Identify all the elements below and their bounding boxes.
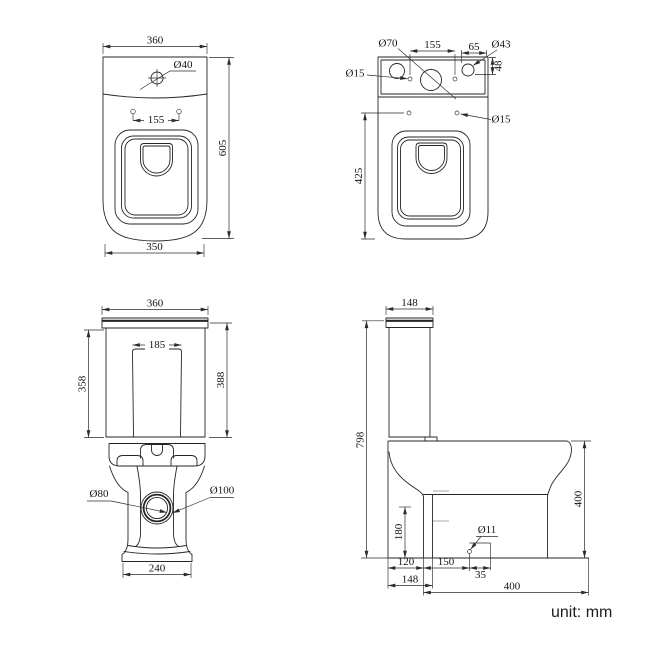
tank-lid-edge [102,93,208,99]
pedestal-outer-left [109,465,129,562]
dim-inlet-hole: Ø43 [492,39,511,51]
seat-outline-mid [121,135,192,219]
hinge-cover-left [116,455,144,467]
dim-rim-height: 400 [573,490,585,507]
base-arc-lower [123,551,191,555]
outlet-circle-outer [140,491,174,525]
bowl-opening-inner [142,145,171,174]
hinge-hole-right [176,108,182,115]
overflow-hole [389,63,405,79]
hinge-tab-side [424,436,438,442]
ext-lines-bottom [387,558,589,596]
pedestal-inner-right [173,465,179,547]
hinge-hole-left [130,108,136,115]
dim-button-hole: Ø40 [174,59,193,71]
outlet-inner-leader [110,500,168,513]
hinge-cover-right [170,455,198,467]
outlet-circle-inner [145,496,169,520]
outlet-outer-leader [172,497,211,514]
tank-outline-inner [380,59,486,95]
flush-valve-hole [420,69,442,91]
dim-flush-hole: Ø70 [379,38,398,50]
inlet-hole-leader [472,49,498,66]
bowl-back-s-curve [388,451,424,498]
dim-text-mask [144,113,168,125]
rim-front-profile [547,440,572,559]
seat-hinge-hole-right [454,110,460,116]
hinge-center-cap [140,444,174,459]
dim-text-mask [145,339,169,350]
seat-hinge-hole-left [406,110,412,116]
bowl-opening-outer [140,143,173,177]
view-rear-elevation: 185 360 358 388 Ø80 Ø100 [77,298,235,578]
button-leader [139,70,196,90]
dim-tank-depth: 148 [401,297,418,309]
view-plan-tank-detail: Ø70 155 65 Ø43 48 Ø15 Ø15 425 [346,38,511,240]
seat-outline-outer [391,130,471,227]
tank-fixing-hole-right [452,76,458,82]
tank-outline-outer [377,56,489,98]
floor-fixing-hole [467,549,472,554]
bowl-opening-outer [415,142,448,174]
dim-outlet-center-height: 180 [393,523,405,540]
dim-fixing-hole-right: Ø15 [492,114,511,126]
dim-tank-height-with-lid: 388 [215,371,227,388]
dim-bowl-depth: 400 [504,581,521,593]
tank-lid [101,317,209,329]
bowl-opening-inner [418,145,445,171]
dim-tap-spacing: 155 [424,39,441,51]
tank-lid-side [385,317,434,328]
dim-outlet-outer: Ø100 [210,485,235,497]
pedestal-outer-right [185,465,205,562]
seat-ledge [108,443,206,467]
dim-total-height: 798 [355,431,367,448]
fixing-hole-right-leader [460,113,492,120]
dim-base-depth: 148 [402,574,419,586]
dim-depth: 605 [217,139,229,156]
dim-tank-height: 358 [77,375,89,392]
dim-outlet-inner: Ø80 [90,488,109,500]
dim-panel-width: 185 [149,339,166,351]
tank-recess-panel [132,348,182,438]
dim-fixing-hole-left: Ø15 [346,68,365,80]
toilet-body-outline [102,56,208,242]
dim-tank-width: 360 [147,298,164,310]
fixing-hole-left-leader [366,74,408,80]
pedestal-inner-left [135,465,141,547]
flush-hole-leader [397,48,457,100]
dim-corner-offset: 48 [493,60,505,72]
view-side-elevation: 148 798 400 180 Ø11 120 150 35 148 400 [355,297,591,596]
dim-fixing-hole: Ø11 [478,524,497,536]
tank-body-side [388,327,431,438]
tank-fixing-hole-left [407,76,413,82]
dim-setout-front: 35 [475,569,487,581]
view-plan-toilet: Ø40 155 360 605 350 [102,35,234,257]
seat-outline-mid [397,136,464,220]
dim-setout-mid: 150 [438,556,455,568]
hinge-u-notch [151,444,163,456]
button-crosshair [148,69,166,87]
seat-outline-inner [124,138,189,216]
base-arc-upper [127,545,187,549]
dim-width-top: 360 [147,35,164,47]
inlet-hole [461,63,475,77]
dim-edge-offset: 65 [469,41,481,53]
dim-seat-depth: 425 [353,167,365,184]
ext-lines-tap-spacing [409,54,456,75]
unit-label: unit: mm [551,604,613,621]
body-outline-plan [377,96,489,240]
centerline-marks [433,490,449,522]
dim-base-width: 240 [149,563,166,575]
outlet-ring [142,493,172,523]
dim-width-bottom: 350 [146,241,163,253]
seat-outline-outer [114,129,199,225]
dim-setout-back: 120 [398,556,415,568]
seat-outline-inner [400,139,461,217]
dim-hinge-spacing: 155 [148,114,165,126]
